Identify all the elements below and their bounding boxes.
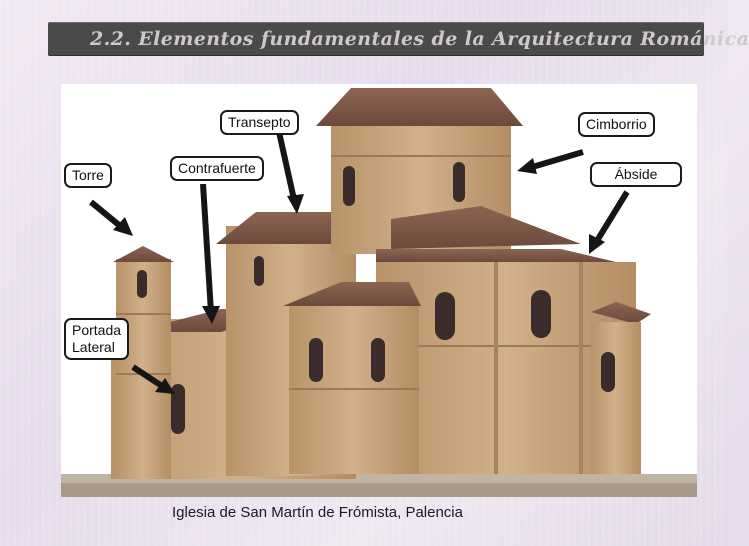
church-illustration: [61, 88, 697, 497]
arrow-transepto: [276, 131, 298, 205]
arrowhead-cimborrio: [517, 158, 537, 174]
label-portada-lateral: Portada Lateral: [64, 318, 130, 360]
title-bar: 2.2. Elementos fundamentales de la Arqui…: [48, 22, 749, 56]
church-photo: [61, 84, 697, 497]
tower: [113, 246, 174, 479]
arrow-portada: [131, 364, 167, 391]
label-portada-line1: Portada: [72, 322, 122, 338]
arrowhead-torre: [113, 217, 133, 236]
ground-platform: [61, 482, 697, 497]
label-contrafuerte: Contrafuerte: [170, 156, 264, 181]
label-torre: Torre: [64, 163, 112, 188]
arrowhead-contrafuerte: [202, 306, 220, 324]
arrowhead-portada: [155, 378, 175, 394]
slide-title: 2.2. Elementos fundamentales de la Arqui…: [90, 28, 749, 50]
annotation-arrows: [89, 131, 630, 394]
photo-caption: Iglesia de San Martín de Frómista, Palen…: [172, 504, 463, 521]
ground-step: [61, 474, 697, 483]
arrow-cimborrio: [528, 149, 584, 171]
side-apse: [283, 282, 421, 474]
label-abside-text: Ábside: [614, 166, 658, 182]
arrow-abside: [592, 190, 630, 246]
arrowhead-transepto: [287, 194, 304, 214]
right-apse: [591, 302, 651, 474]
label-torre-text: Torre: [72, 167, 104, 183]
label-cimborrio: Cimborrio: [578, 112, 655, 137]
label-contrafuerte-text: Contrafuerte: [178, 160, 256, 176]
label-portada-line2: Lateral: [72, 339, 115, 355]
label-transepto-text: Transepto: [228, 114, 291, 130]
arrowhead-abside: [589, 234, 605, 254]
label-transepto: Transepto: [220, 110, 299, 135]
label-cimborrio-text: Cimborrio: [586, 116, 647, 132]
label-abside: Ábside: [590, 162, 682, 187]
arrow-contrafuerte: [200, 183, 214, 313]
